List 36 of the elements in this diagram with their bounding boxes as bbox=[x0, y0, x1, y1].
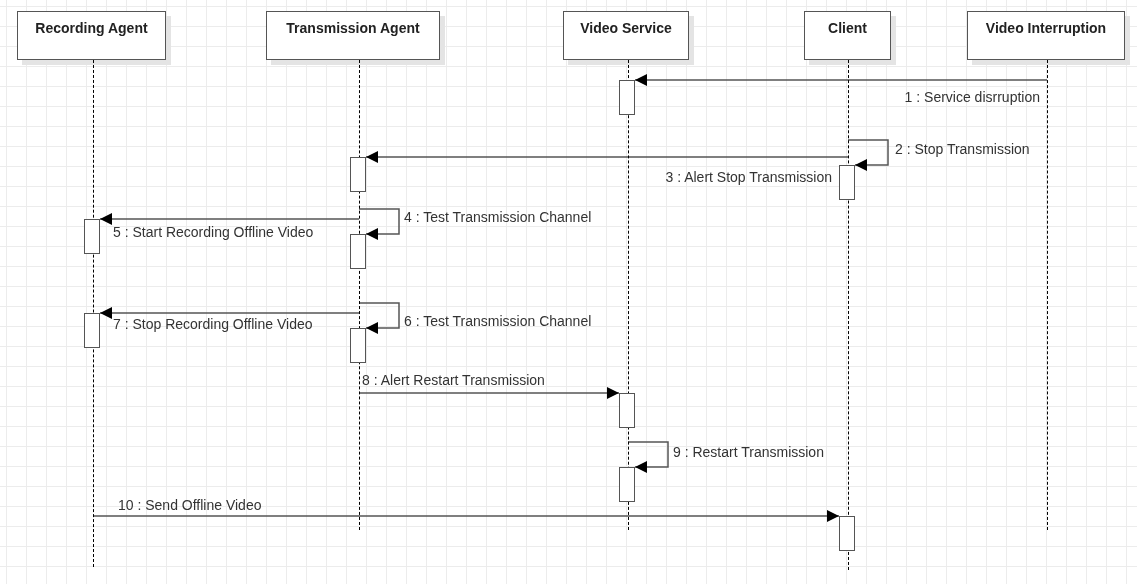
message-label: 1 : Service disrruption bbox=[904, 89, 1040, 105]
message-arrow bbox=[358, 387, 620, 399]
participant-name: Transmission Agent bbox=[286, 20, 420, 36]
message-arrow bbox=[634, 74, 1048, 86]
activation-bar bbox=[619, 467, 635, 502]
activation-bar bbox=[350, 157, 366, 192]
message-arrow bbox=[358, 208, 400, 240]
participant-name: Recording Agent bbox=[35, 20, 148, 36]
activation-bar bbox=[619, 393, 635, 428]
activation-bar bbox=[350, 234, 366, 269]
message-arrow bbox=[365, 151, 849, 163]
message-label: 3 : Alert Stop Transmission bbox=[665, 169, 832, 185]
lifeline bbox=[1047, 60, 1048, 530]
activation-bar bbox=[839, 165, 855, 200]
message-label: 2 : Stop Transmission bbox=[895, 141, 1030, 157]
activation-bar bbox=[619, 80, 635, 115]
message-label: 8 : Alert Restart Transmission bbox=[362, 372, 545, 388]
message-arrow bbox=[847, 139, 889, 171]
activation-bar bbox=[350, 328, 366, 363]
message-label: 6 : Test Transmission Channel bbox=[404, 313, 592, 329]
message-arrow bbox=[99, 307, 360, 319]
participant-name: Video Interruption bbox=[985, 20, 1107, 36]
message-label: 4 : Test Transmission Channel bbox=[404, 209, 592, 225]
message-label: 10 : Send Offline Video bbox=[118, 497, 262, 513]
message-arrow bbox=[99, 213, 360, 225]
activation-bar bbox=[839, 516, 855, 551]
activation-bar bbox=[84, 313, 100, 348]
message-label: 9 : Restart Transmission bbox=[673, 444, 824, 460]
message-arrow bbox=[627, 441, 669, 473]
message-arrow bbox=[92, 510, 840, 522]
message-arrow bbox=[358, 302, 400, 334]
message-label: 7 : Stop Recording Offline Video bbox=[113, 316, 313, 332]
activation-bar bbox=[84, 219, 100, 254]
message-label: 5 : Start Recording Offline Video bbox=[113, 224, 314, 240]
participant-name: Client bbox=[828, 20, 867, 36]
participant-name: Video Service bbox=[580, 20, 672, 36]
